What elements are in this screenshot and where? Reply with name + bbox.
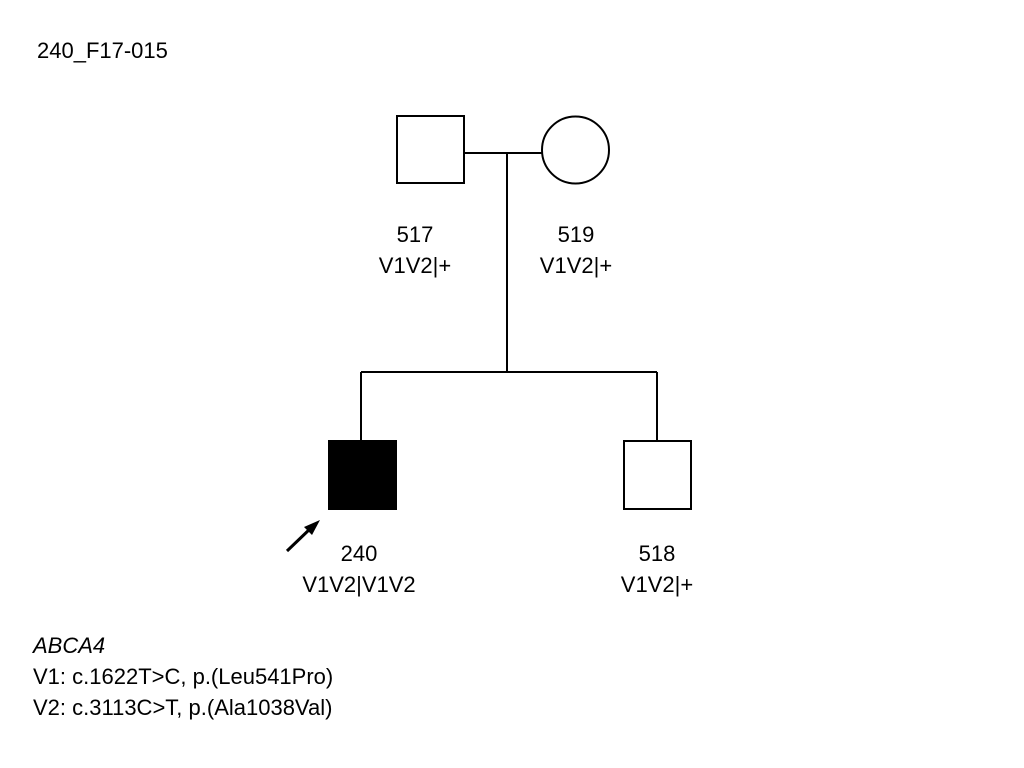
- individual-genotype: V1V2|V1V2: [302, 572, 416, 597]
- individual-label-517: 517 V1V2|+: [315, 219, 515, 281]
- male-symbol-517: [396, 115, 465, 184]
- individual-genotype: V1V2|+: [620, 572, 694, 597]
- variant-1: V1: c.1622T>C, p.(Leu541Pro): [33, 664, 334, 689]
- individual-label-240: 240 V1V2|V1V2: [259, 538, 459, 600]
- individual-genotype: V1V2|+: [539, 253, 613, 278]
- individual-id: 518: [638, 541, 676, 566]
- variant-2: V2: c.3113C>T, p.(Ala1038Val): [33, 695, 333, 720]
- individual-genotype: V1V2|+: [378, 253, 452, 278]
- individual-label-519: 519 V1V2|+: [476, 219, 676, 281]
- proband-arrow-icon: [285, 520, 320, 553]
- affected-male-symbol-240: [328, 440, 397, 510]
- individual-id: 519: [557, 222, 595, 247]
- gene-name: ABCA4: [33, 633, 106, 658]
- individual-label-518: 518 V1V2|+: [557, 538, 757, 600]
- female-symbol-519: [541, 115, 610, 185]
- individual-id: 240: [340, 541, 378, 566]
- pedigree-title: 240_F17-015: [37, 38, 168, 63]
- variant-legend: ABCA4 V1: c.1622T>C, p.(Leu541Pro) V2: c…: [33, 630, 333, 723]
- individual-id: 517: [396, 222, 434, 247]
- male-symbol-518: [623, 440, 692, 510]
